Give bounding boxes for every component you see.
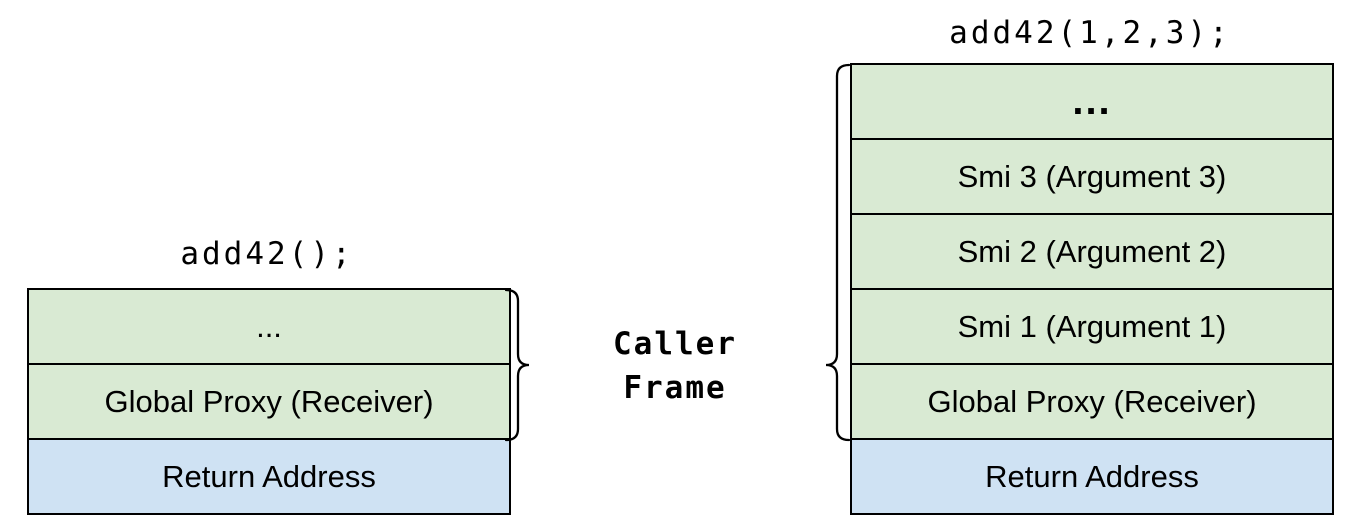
stack-cell-smi-1: Smi 1 (Argument 1) <box>852 288 1332 363</box>
stack-cell-global-proxy-receiver: Global Proxy (Receiver) <box>852 363 1332 438</box>
right-call-stack: ... Smi 3 (Argument 3) Smi 2 (Argument 2… <box>850 63 1334 515</box>
stack-cell-ellipsis: ... <box>29 290 509 363</box>
stack-cell-global-proxy-receiver: Global Proxy (Receiver) <box>29 363 509 438</box>
stack-cell-smi-3: Smi 3 (Argument 3) <box>852 138 1332 213</box>
stack-cell-return-address: Return Address <box>29 438 509 513</box>
caller-frame-label: Caller Frame <box>540 322 810 410</box>
stack-cell-smi-2: Smi 2 (Argument 2) <box>852 213 1332 288</box>
left-caller-frame-brace-icon <box>505 288 530 442</box>
stack-cell-ellipsis: ... <box>852 65 1332 138</box>
caller-frame-label-line2: Frame <box>623 370 727 406</box>
right-call-title: add42(1,2,3); <box>949 15 1231 51</box>
left-call-stack: ... Global Proxy (Receiver) Return Addre… <box>27 288 511 515</box>
left-call-title: add42(); <box>180 236 354 272</box>
stack-cell-return-address: Return Address <box>852 438 1332 513</box>
right-caller-frame-brace-icon <box>825 63 850 442</box>
caller-frame-label-line1: Caller <box>613 326 737 362</box>
